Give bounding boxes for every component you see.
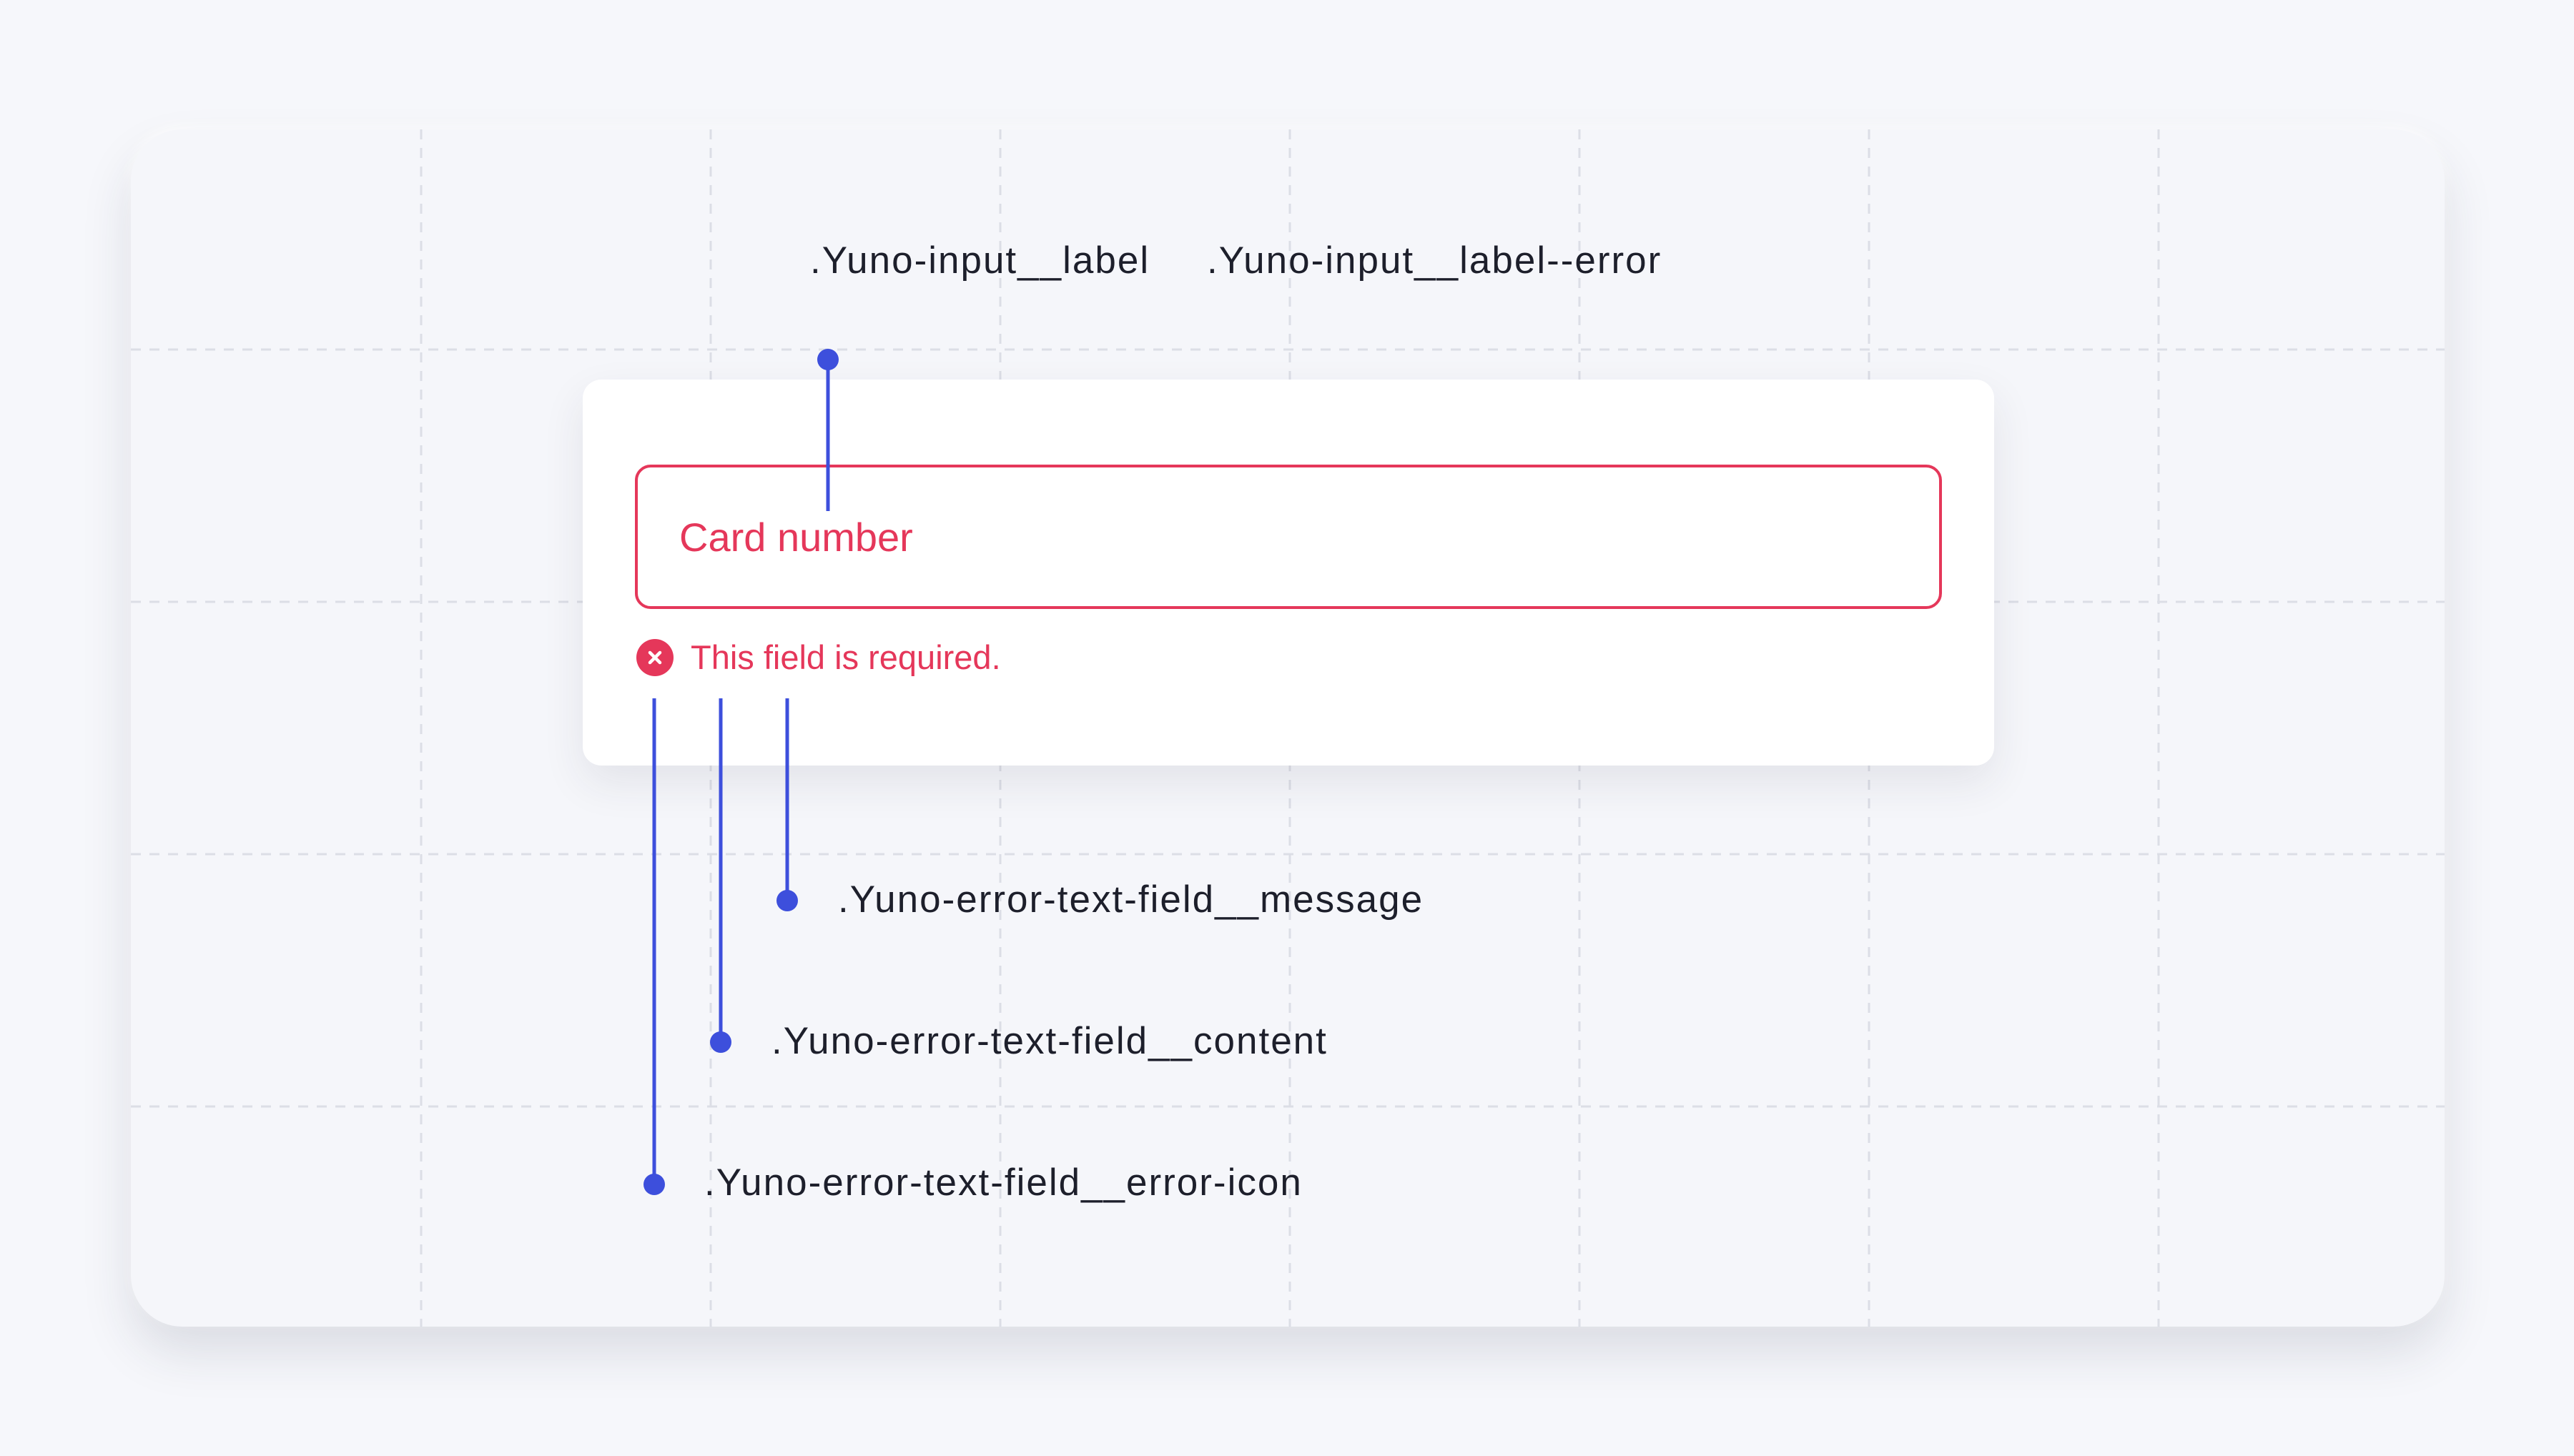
- error-message-text: This field is required.: [691, 638, 1001, 676]
- annotation-error-message: .Yuno-error-text-field__message: [838, 878, 1424, 921]
- card-number-label: Card number: [679, 515, 913, 560]
- annotation-error-content: .Yuno-error-text-field__content: [771, 1020, 1328, 1062]
- card-number-input[interactable]: [635, 465, 1942, 609]
- annotation-input-label-error: .Yuno-input__label--error: [1207, 239, 1662, 282]
- close-circle-icon: [636, 639, 674, 676]
- annotation-input-label: .Yuno-input__label: [810, 239, 1150, 282]
- annotation-error-icon: .Yuno-error-text-field__error-icon: [704, 1162, 1303, 1204]
